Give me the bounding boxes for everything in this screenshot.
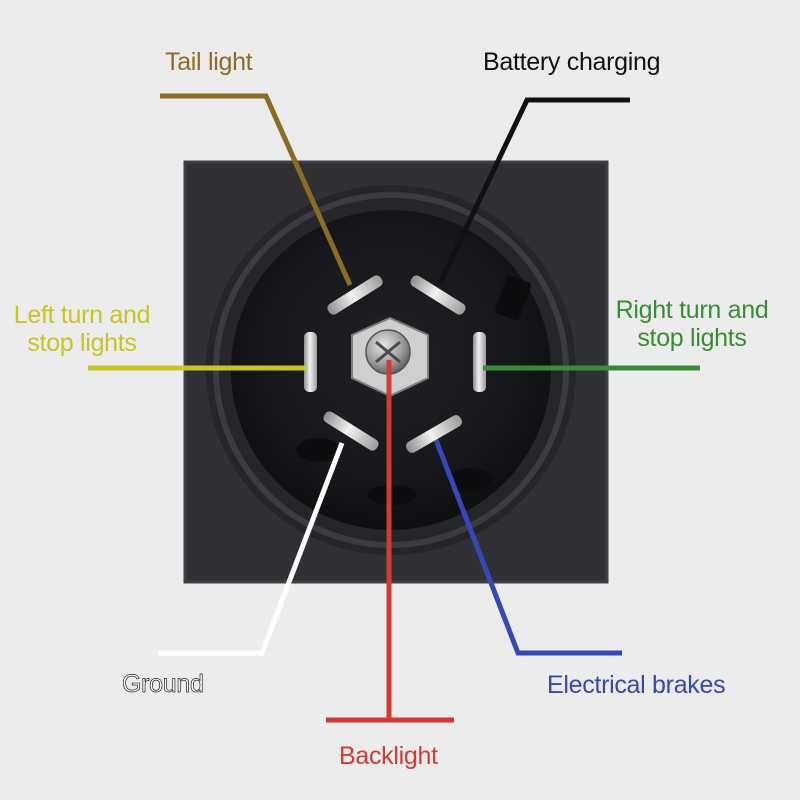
plug-housing-edge (183, 160, 609, 584)
label-tail-light-text: Tail light (165, 48, 253, 76)
label-right-turn-line2: stop lights (637, 324, 747, 352)
label-tail-light: Tail light (165, 48, 253, 76)
label-backlight: Backlight (339, 742, 438, 770)
label-right-turn-line1: Right turn and (615, 296, 769, 324)
pin-ground (323, 411, 379, 451)
pin-right-turn (473, 332, 486, 392)
label-backlight-text: Backlight (339, 742, 438, 770)
leader-electrical-brakes (433, 439, 622, 656)
leader-ground (158, 442, 345, 656)
label-electrical-brakes: Electrical brakes (547, 671, 726, 699)
screw-slot-b (375, 340, 401, 364)
label-right-turn: Right turn and stop lights (612, 296, 772, 352)
label-left-turn-line2: stop lights (27, 329, 137, 357)
label-battery-charging: Battery charging (483, 48, 661, 76)
socket-hole-right (448, 468, 492, 492)
label-electrical-brakes-text: Electrical brakes (547, 671, 726, 699)
label-ground: Ground (122, 670, 205, 699)
socket-hole-bottom (368, 485, 416, 505)
label-left-turn: Left turn and stop lights (12, 301, 152, 357)
pin-battery-charging (410, 275, 466, 315)
socket-key-notch (495, 275, 531, 321)
socket-hole-left (296, 438, 340, 462)
label-battery-charging-text: Battery charging (483, 48, 661, 76)
leader-battery-charging (437, 97, 630, 285)
label-ground-text: Ground (122, 670, 205, 699)
leader-tail-light (160, 93, 353, 287)
label-left-turn-line1: Left turn and (13, 301, 151, 329)
pin-left-turn (304, 332, 317, 392)
pin-electrical-brakes (405, 415, 463, 453)
pin-tail-light (327, 275, 383, 315)
